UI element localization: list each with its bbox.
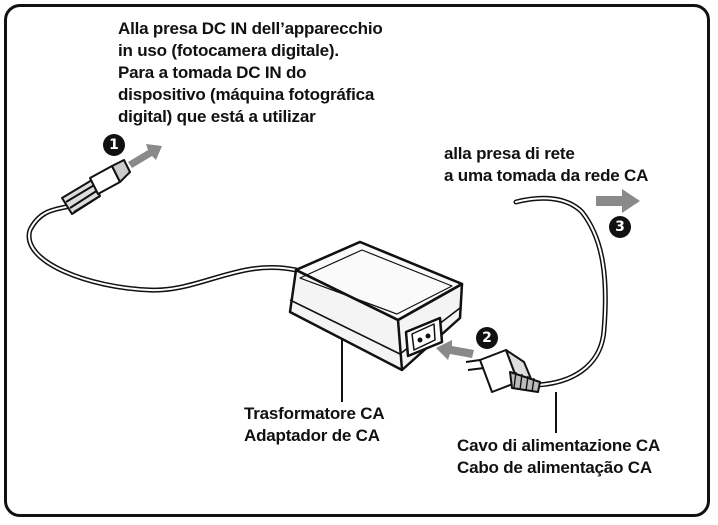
dc-in-label: Alla presa DC IN dell’apparecchio in uso…	[118, 19, 383, 126]
diagram-frame	[4, 4, 710, 517]
step-2-badge: 2	[476, 327, 498, 349]
arrow-1-icon	[128, 144, 162, 168]
power-cord-label: Cavo di alimentazione CA Cabo de aliment…	[457, 436, 661, 477]
step-1-badge: 1	[103, 134, 125, 156]
wall-outlet-label: alla presa di rete a uma tomada da rede …	[444, 144, 649, 185]
adapter-label: Trasformatore CA Adaptador de CA	[244, 404, 385, 445]
dc-cable	[26, 202, 299, 293]
arrow-3-icon	[596, 189, 640, 213]
step-3-badge: 3	[609, 216, 631, 238]
ac-adapter-icon	[288, 240, 464, 372]
arrow-2-icon	[436, 340, 474, 360]
dc-plug-icon	[61, 159, 131, 215]
power-plug-icon	[465, 349, 541, 393]
